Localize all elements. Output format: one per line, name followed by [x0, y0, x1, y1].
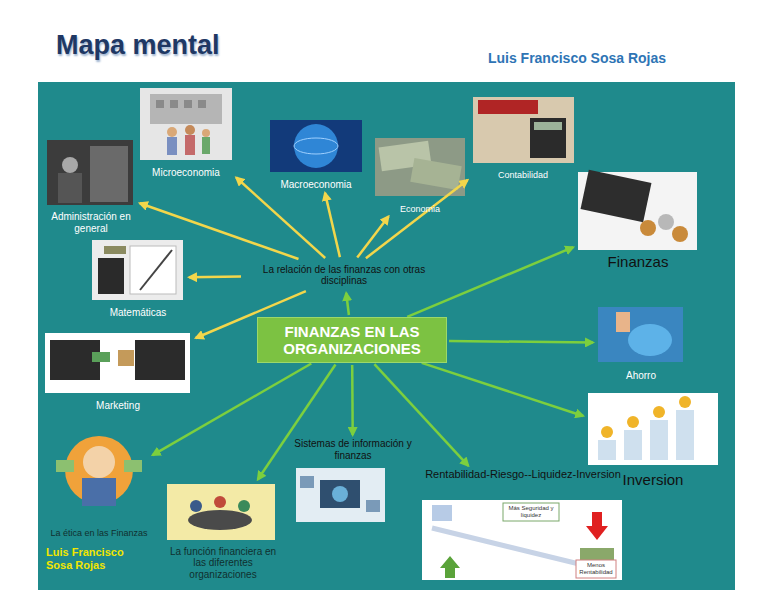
- connector-arrow: [374, 364, 468, 466]
- node-label: La función financiera en las diferentes …: [163, 546, 283, 581]
- node-label: Macroeconomia: [280, 179, 351, 191]
- node-label: La ética en las Finanzas: [50, 528, 147, 538]
- image-caption: Menos Rentabilidad: [577, 562, 615, 576]
- discipline-node: Administración en general: [45, 138, 137, 234]
- discipline-node: Macroeconomia: [266, 118, 366, 190]
- inversion-picture: [588, 393, 718, 465]
- node-label: La relación de las finanzas con otras di…: [244, 264, 444, 287]
- node-label: Ahorro: [626, 370, 656, 382]
- matematicas-picture: [92, 240, 183, 300]
- topic-node: Sistemas de información y finanzas: [283, 438, 423, 524]
- connector-arrow: [153, 364, 312, 456]
- discipline-node: Contabilidad: [470, 95, 576, 180]
- connector-arrow: [357, 216, 388, 257]
- node-label: Rentabilidad-Riesgo--Liquidez-Inversion: [425, 468, 621, 481]
- topic-node: La ética en las Finanzas: [48, 434, 150, 538]
- image-caption: Más Seguridad y liquidez: [504, 505, 558, 519]
- etica-picture: [56, 436, 142, 506]
- contabilidad-picture: [473, 97, 574, 163]
- node-label: Contabilidad: [498, 170, 548, 180]
- branch-topic: La relación de las finanzas con otras di…: [244, 260, 444, 290]
- connector-arrow: [140, 203, 299, 259]
- microeconomia-picture: [140, 88, 232, 160]
- ahorro-picture: [598, 307, 683, 362]
- discipline-node: Economia: [372, 136, 468, 214]
- central-topic: FINANZAS EN LAS ORGANIZACIONES: [258, 318, 446, 362]
- node-label: Microeconomia: [152, 167, 220, 179]
- topic-node: Finanzas: [576, 170, 700, 270]
- node-label: Inversion: [623, 471, 684, 488]
- connector-arrow: [325, 193, 340, 257]
- funcion-financiera-picture: [167, 484, 275, 540]
- topic-node: La función financiera en las diferentes …: [163, 482, 283, 580]
- discipline-node: Microeconomia: [138, 86, 234, 178]
- sistemas-picture: [296, 468, 385, 522]
- node-label: Sistemas de información y finanzas: [283, 438, 423, 461]
- economia-picture: [375, 138, 465, 196]
- connector-arrow: [407, 247, 573, 317]
- marketing-picture: [45, 333, 190, 393]
- discipline-node: Matemáticas: [90, 238, 186, 318]
- discipline-node: Marketing: [43, 331, 193, 411]
- connector-arrow: [236, 178, 325, 259]
- node-label: Finanzas: [608, 253, 669, 270]
- connector-arrow: [422, 363, 584, 416]
- node-label: FINANZAS EN LAS ORGANIZACIONES: [264, 323, 440, 358]
- node-label: Marketing: [96, 400, 140, 412]
- administracion-picture: [47, 140, 133, 205]
- node-label: Administración en general: [45, 211, 137, 234]
- node-label: Economia: [400, 204, 440, 214]
- connector-arrow: [366, 180, 468, 258]
- connector-arrow: [258, 365, 336, 480]
- author-name: Luis Francisco Sosa Rojas: [46, 546, 136, 571]
- connector-arrow: [346, 293, 349, 315]
- connector-arrow: [351, 365, 354, 435]
- finanzas-picture: [578, 170, 697, 250]
- topic-node: Ahorro: [596, 305, 686, 381]
- author-name: Luis Francisco Sosa Rojas: [462, 50, 692, 66]
- connector-arrow: [449, 341, 593, 343]
- teal-panel: [38, 82, 735, 590]
- connector-arrow: [189, 275, 241, 278]
- node-label: Matemáticas: [110, 307, 167, 319]
- macroeconomia-picture: [270, 120, 362, 172]
- map-title: Mapa mental: [56, 30, 220, 61]
- rentabilidad-picture: [422, 500, 622, 580]
